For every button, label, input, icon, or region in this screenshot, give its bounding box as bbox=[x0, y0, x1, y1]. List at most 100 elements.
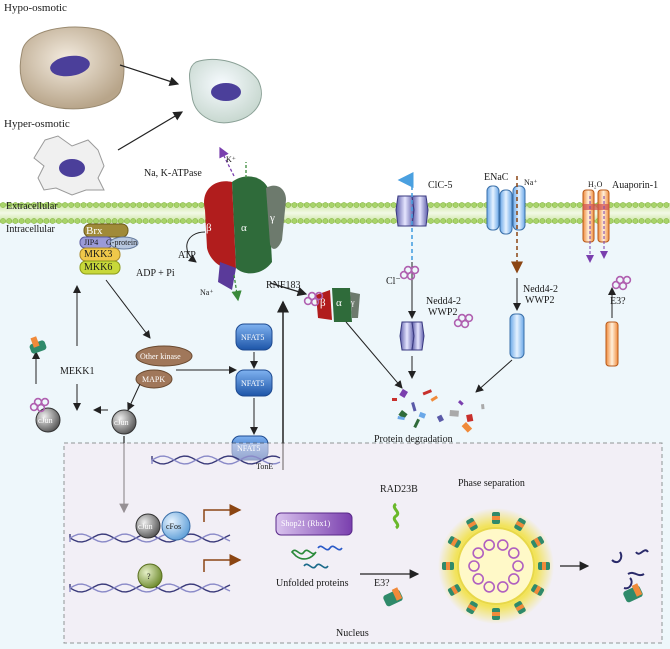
cjun-phospho-sphere bbox=[111, 409, 137, 435]
e3-label-nucleus: E3? bbox=[374, 578, 390, 589]
mapk-shape bbox=[135, 369, 173, 389]
dna-strand bbox=[151, 455, 281, 465]
ub-ring bbox=[29, 402, 39, 412]
histone-left bbox=[29, 336, 47, 354]
mapk-label: MAPK bbox=[142, 375, 166, 384]
nfat5-phosphorylated bbox=[235, 369, 273, 397]
degradation-fragments bbox=[392, 388, 485, 433]
nfat5-cytoplasmic bbox=[235, 323, 273, 351]
rad23b-substrate-tag bbox=[515, 603, 525, 612]
nfat5-label-3: NFAT5 bbox=[237, 444, 261, 453]
wwp2-label-b: WWP2 bbox=[525, 295, 555, 306]
na-efflux-arrow bbox=[231, 274, 242, 302]
cjun-nuclear-sphere bbox=[135, 513, 161, 539]
na-ion-label-pump: Na⁺ bbox=[200, 288, 214, 297]
protein-fragment bbox=[466, 414, 474, 423]
transcription-arrow-2 bbox=[203, 554, 242, 572]
cfos-label: cFos bbox=[166, 522, 182, 531]
g-protein-label: G-protein bbox=[106, 238, 138, 247]
alpha-subunit-label: α bbox=[241, 222, 247, 234]
rad23b-substrate-tag bbox=[515, 520, 525, 529]
shop21-box bbox=[275, 512, 353, 536]
nfat5-label-2: NFAT5 bbox=[241, 379, 265, 388]
normal-cell bbox=[189, 58, 262, 124]
clc5-internalized bbox=[399, 321, 425, 351]
extracellular-label: Extracellular bbox=[6, 201, 58, 212]
hypo-osmotic-cell bbox=[19, 26, 125, 110]
dna-strand bbox=[69, 533, 231, 543]
ubiquitin-ring bbox=[496, 581, 509, 593]
beta-degraded-label: β bbox=[320, 297, 326, 309]
mapk-to-cjun-arrow bbox=[127, 383, 141, 411]
rad23b-substrate-tag bbox=[542, 562, 546, 570]
enac-to-degradation-arrow bbox=[475, 359, 513, 393]
cl-ion-label: Cl⁻ bbox=[386, 276, 401, 287]
aquaporin-internalized bbox=[605, 321, 619, 367]
cell-membrane bbox=[0, 202, 670, 224]
aquaporin-channel bbox=[582, 189, 610, 243]
pump-ubiquitination-arrow bbox=[269, 282, 308, 297]
hyper-to-normal-arrow bbox=[117, 111, 184, 151]
na-ion-label-enac: Na⁺ bbox=[524, 178, 538, 187]
rad23b-chain bbox=[392, 502, 400, 530]
other-kinase-shape bbox=[135, 345, 193, 367]
enac-channel bbox=[486, 185, 526, 235]
ub-ring bbox=[399, 270, 409, 280]
ubiquitin-ring bbox=[468, 560, 480, 572]
rad23b-substrate-tag bbox=[533, 537, 542, 547]
rad23b-substrate-tag bbox=[492, 612, 500, 616]
k-ion-label: K⁺ bbox=[226, 155, 236, 164]
phase-separation-label: Phase separation bbox=[458, 478, 525, 489]
ub-ring bbox=[314, 291, 324, 301]
other-kinase-label: Other kinase bbox=[140, 352, 181, 361]
dna-strand bbox=[151, 455, 281, 465]
protein-fragment bbox=[449, 410, 459, 417]
hypo-to-normal-arrow bbox=[119, 64, 180, 86]
adp-pi-label: ADP + Pi bbox=[136, 268, 175, 279]
enac-internalized bbox=[509, 313, 525, 359]
ubiquitin-chains bbox=[29, 265, 632, 413]
condensate-components bbox=[442, 512, 550, 620]
ubiquitin-ring bbox=[512, 560, 524, 572]
ubiquitin-ring bbox=[483, 539, 496, 551]
rad23b-substrate-tag bbox=[450, 537, 459, 547]
protein-fragment bbox=[398, 409, 408, 420]
brx-label: Brx bbox=[86, 225, 103, 237]
e3-label-aqp: E3? bbox=[610, 296, 626, 307]
ub-ring bbox=[622, 275, 632, 285]
unknown-factor-sphere bbox=[137, 563, 163, 589]
phase-separation-condensate bbox=[438, 508, 554, 624]
atp-hydrolysis-arrow bbox=[186, 231, 206, 263]
aquaporin-label: Auaporin-1 bbox=[612, 180, 659, 191]
atp-label: ATP bbox=[178, 250, 196, 261]
brx-complex bbox=[79, 223, 139, 275]
protein-fragment bbox=[411, 402, 417, 412]
protein-fragment bbox=[392, 398, 397, 401]
protein-fragment bbox=[397, 415, 405, 421]
rad23b-substrate-tag bbox=[446, 562, 450, 570]
beta-subunit-label: β bbox=[206, 222, 212, 234]
transcription-arrow-1 bbox=[203, 504, 242, 522]
protein-fragment bbox=[457, 400, 464, 406]
intracellular-label: Intracellular bbox=[6, 224, 55, 235]
k-influx-arrow bbox=[219, 146, 235, 177]
histone-right bbox=[623, 583, 643, 603]
cjun-ubiquitinated-sphere bbox=[35, 407, 61, 433]
hypo-osmotic-label: Hypo-osmotic bbox=[4, 2, 67, 14]
unfolded-proteins-label: Unfolded proteins bbox=[276, 578, 349, 589]
rad23b-substrate-tag bbox=[533, 585, 542, 595]
hyper-osmotic-cell bbox=[33, 135, 105, 196]
protein-fragment bbox=[461, 422, 473, 433]
nucleus-label: Nucleus bbox=[336, 628, 369, 639]
ub-ring bbox=[303, 296, 313, 306]
ubiquitin-ring bbox=[472, 547, 485, 559]
ubiquitinated-pump bbox=[316, 288, 360, 322]
ub-ring bbox=[40, 397, 50, 407]
rad23b-substrate-tag bbox=[467, 520, 477, 529]
jip4-label: JIP4 bbox=[84, 238, 99, 247]
ub-ring bbox=[410, 265, 420, 275]
ubiquitin-ring bbox=[507, 573, 520, 585]
ubiquitin-ring bbox=[496, 539, 509, 551]
